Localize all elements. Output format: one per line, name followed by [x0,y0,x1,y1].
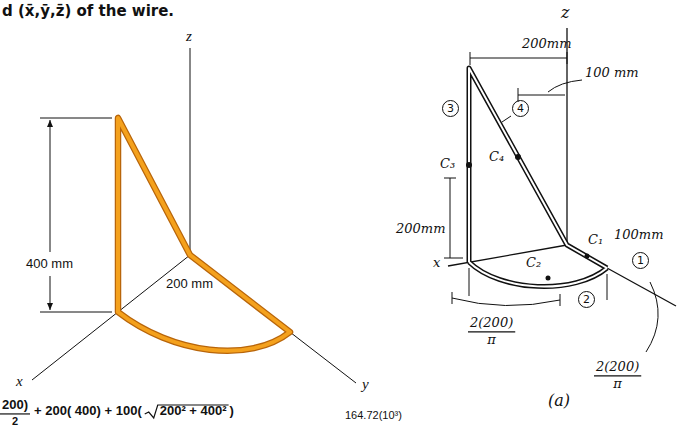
sketch-axes [448,28,676,306]
dimension-line [50,276,51,310]
figure-label: (a) [548,392,570,410]
formula-result: 164.72(10³) [345,409,402,422]
fraction-bar [0,413,30,414]
callout-number: 2 [578,291,595,308]
formula-text: + 200( 400) + 100( [34,404,142,419]
dimension-line [444,178,463,258]
z-axis [190,48,191,255]
dimension-label: 100mm [614,228,663,243]
extension-line [40,118,112,119]
centroid-label: C₂ [526,256,541,271]
dimension-label: 200 mm [166,277,213,292]
dimension-label: π [487,333,496,348]
wire-outline [118,118,290,351]
dimension-label: 200mm [396,222,445,237]
sketch-wire [469,68,607,287]
dimension-line [452,292,560,306]
dimension-line [518,88,565,102]
callout-number: 3 [442,100,459,117]
radical-sign [145,405,229,418]
centroid-dots [466,154,590,281]
dimension-lines [40,118,112,312]
dimension-line [470,52,567,65]
dimension-label: 2(200) [596,360,639,375]
sketch-dimensions [444,52,658,352]
centroid-dot [466,162,472,168]
extension-line [40,312,112,313]
dimension-label: 100 mm [585,66,639,81]
dimension-line [50,120,51,252]
centroid-label: C₁ [588,233,603,248]
axis-label: z [186,28,192,45]
leader-line [502,116,511,122]
centroid-dot [515,154,521,160]
formula-text: ) [230,404,234,419]
wire-inner [469,68,607,287]
centroid-label: C₃ [440,157,455,172]
axis-label: y [362,376,369,393]
dimension-label: 200mm [522,37,571,52]
axis-label: z [561,4,569,22]
x-axis [448,245,567,266]
dimension-label: 400 mm [26,257,73,272]
x-axis [32,255,190,380]
dimension-line [607,274,658,352]
wire-outline [469,68,607,287]
y-axis [607,268,676,306]
heading: d (x̄,ȳ,z̄) of the wire. [2,3,174,20]
dimension-label: π [613,377,622,392]
axis-label: x [433,256,440,271]
formula-text: 200² + 400² [160,404,227,419]
axis-label: x [16,373,23,390]
formula-text: 200) [2,398,28,413]
axes [32,48,356,383]
leader-line [548,80,582,92]
dimension-label: 2(200) [470,316,513,331]
callout-number: 4 [512,100,529,117]
formula-text: 2 [12,415,18,428]
extension-line [469,268,470,296]
centroid-dot [546,276,551,281]
centroid-label: C₄ [489,150,504,165]
wire [118,118,290,351]
callout-number: 1 [632,252,649,269]
centroid-dot [585,254,590,259]
